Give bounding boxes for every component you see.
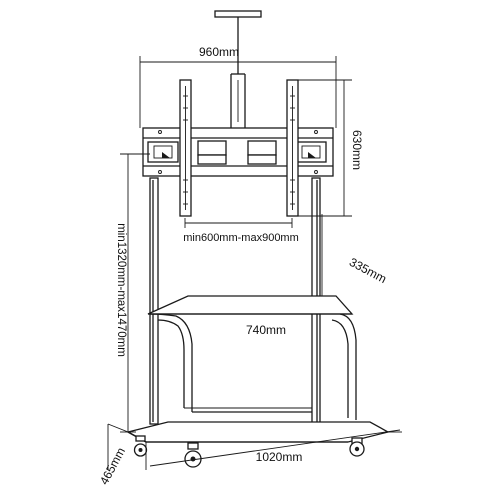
- mount-frame: [142, 127, 334, 177]
- label-base-width: 1020mm: [256, 450, 303, 464]
- dim-line-base-width: [145, 429, 402, 470]
- camera-shelf: [214, 10, 262, 128]
- dim-line-base-depth: [107, 423, 129, 470]
- shelf: [147, 295, 357, 420]
- label-base-depth: 465mm: [97, 445, 128, 487]
- base: [126, 421, 390, 443]
- dim-line-mount-height: [298, 79, 352, 217]
- caster-front-left: [184, 442, 202, 468]
- vesa-arm-left: [179, 79, 192, 217]
- caster-rear-left: [133, 435, 148, 457]
- dim-line-mount-width: [139, 56, 337, 128]
- dim-line-shelf-depth: [316, 214, 336, 297]
- label-mount-width: 960mm: [199, 45, 239, 59]
- caster-front-right: [349, 437, 365, 457]
- dim-line-vesa-range: [184, 218, 293, 228]
- label-shelf-width: 740mm: [246, 323, 286, 337]
- vesa-arm-right: [286, 79, 299, 217]
- label-vesa-range: min600mm-max900mm: [183, 232, 299, 244]
- label-shelf-depth: 335mm: [347, 255, 389, 286]
- label-mount-height: 630mm: [350, 130, 364, 170]
- label-height-range: min1320mm-max1470mm: [115, 223, 127, 357]
